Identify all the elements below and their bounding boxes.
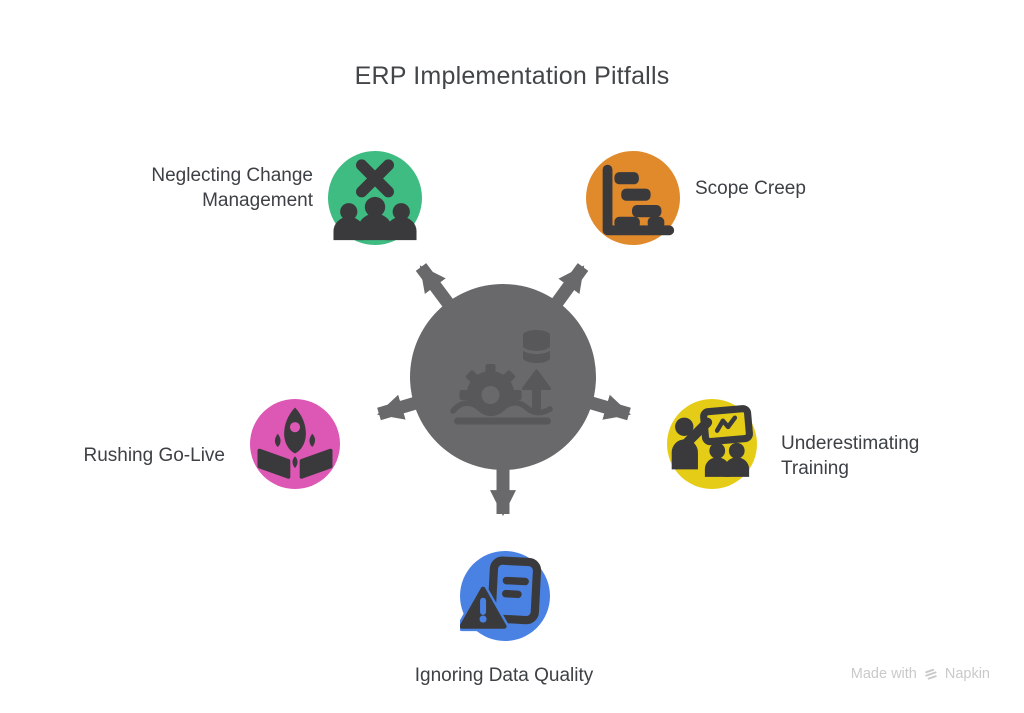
label-ignoring-data-quality: Ignoring Data Quality — [354, 663, 654, 688]
node-ignoring-data-quality — [460, 551, 550, 641]
label-line: Scope Creep — [695, 178, 806, 199]
label-line: Training — [781, 458, 849, 479]
label-scope-creep: Scope Creep — [695, 176, 806, 201]
base-bar — [454, 417, 551, 425]
label-line: Rushing Go-Live — [83, 445, 225, 466]
gantt-chart-icon — [602, 164, 675, 236]
node-rushing-go-live — [250, 399, 340, 489]
node-underestimating-training — [667, 399, 757, 489]
document-warning-icon — [460, 556, 542, 632]
label-line: Management — [202, 190, 313, 211]
up-arrow-icon — [522, 369, 551, 413]
hub-graphic — [377, 263, 631, 517]
label-line: Ignoring Data Quality — [414, 665, 594, 686]
label-rushing-go-live: Rushing Go-Live — [83, 443, 225, 468]
erp-system-icon — [450, 330, 553, 428]
rocket-launch-icon — [257, 407, 333, 479]
napkin-logo-icon — [925, 668, 937, 680]
node-scope-creep — [586, 151, 680, 245]
watermark-prefix: Made with — [850, 666, 917, 682]
database-icon — [521, 330, 552, 363]
diagram-title: ERP Implementation Pitfalls — [354, 62, 670, 90]
label-line: Neglecting Change — [151, 165, 313, 186]
label-underestimating-training: Underestimating Training — [781, 431, 919, 481]
label-line: Underestimating — [781, 433, 920, 454]
training-presentation-icon — [671, 405, 753, 477]
label-neglecting-change-management: Neglecting Change Management — [151, 163, 313, 213]
people-x-icon — [333, 159, 417, 241]
node-neglecting-change-management — [328, 151, 422, 245]
watermark-brand: Napkin — [944, 666, 990, 682]
watermark: Made with Napkin — [851, 666, 990, 682]
